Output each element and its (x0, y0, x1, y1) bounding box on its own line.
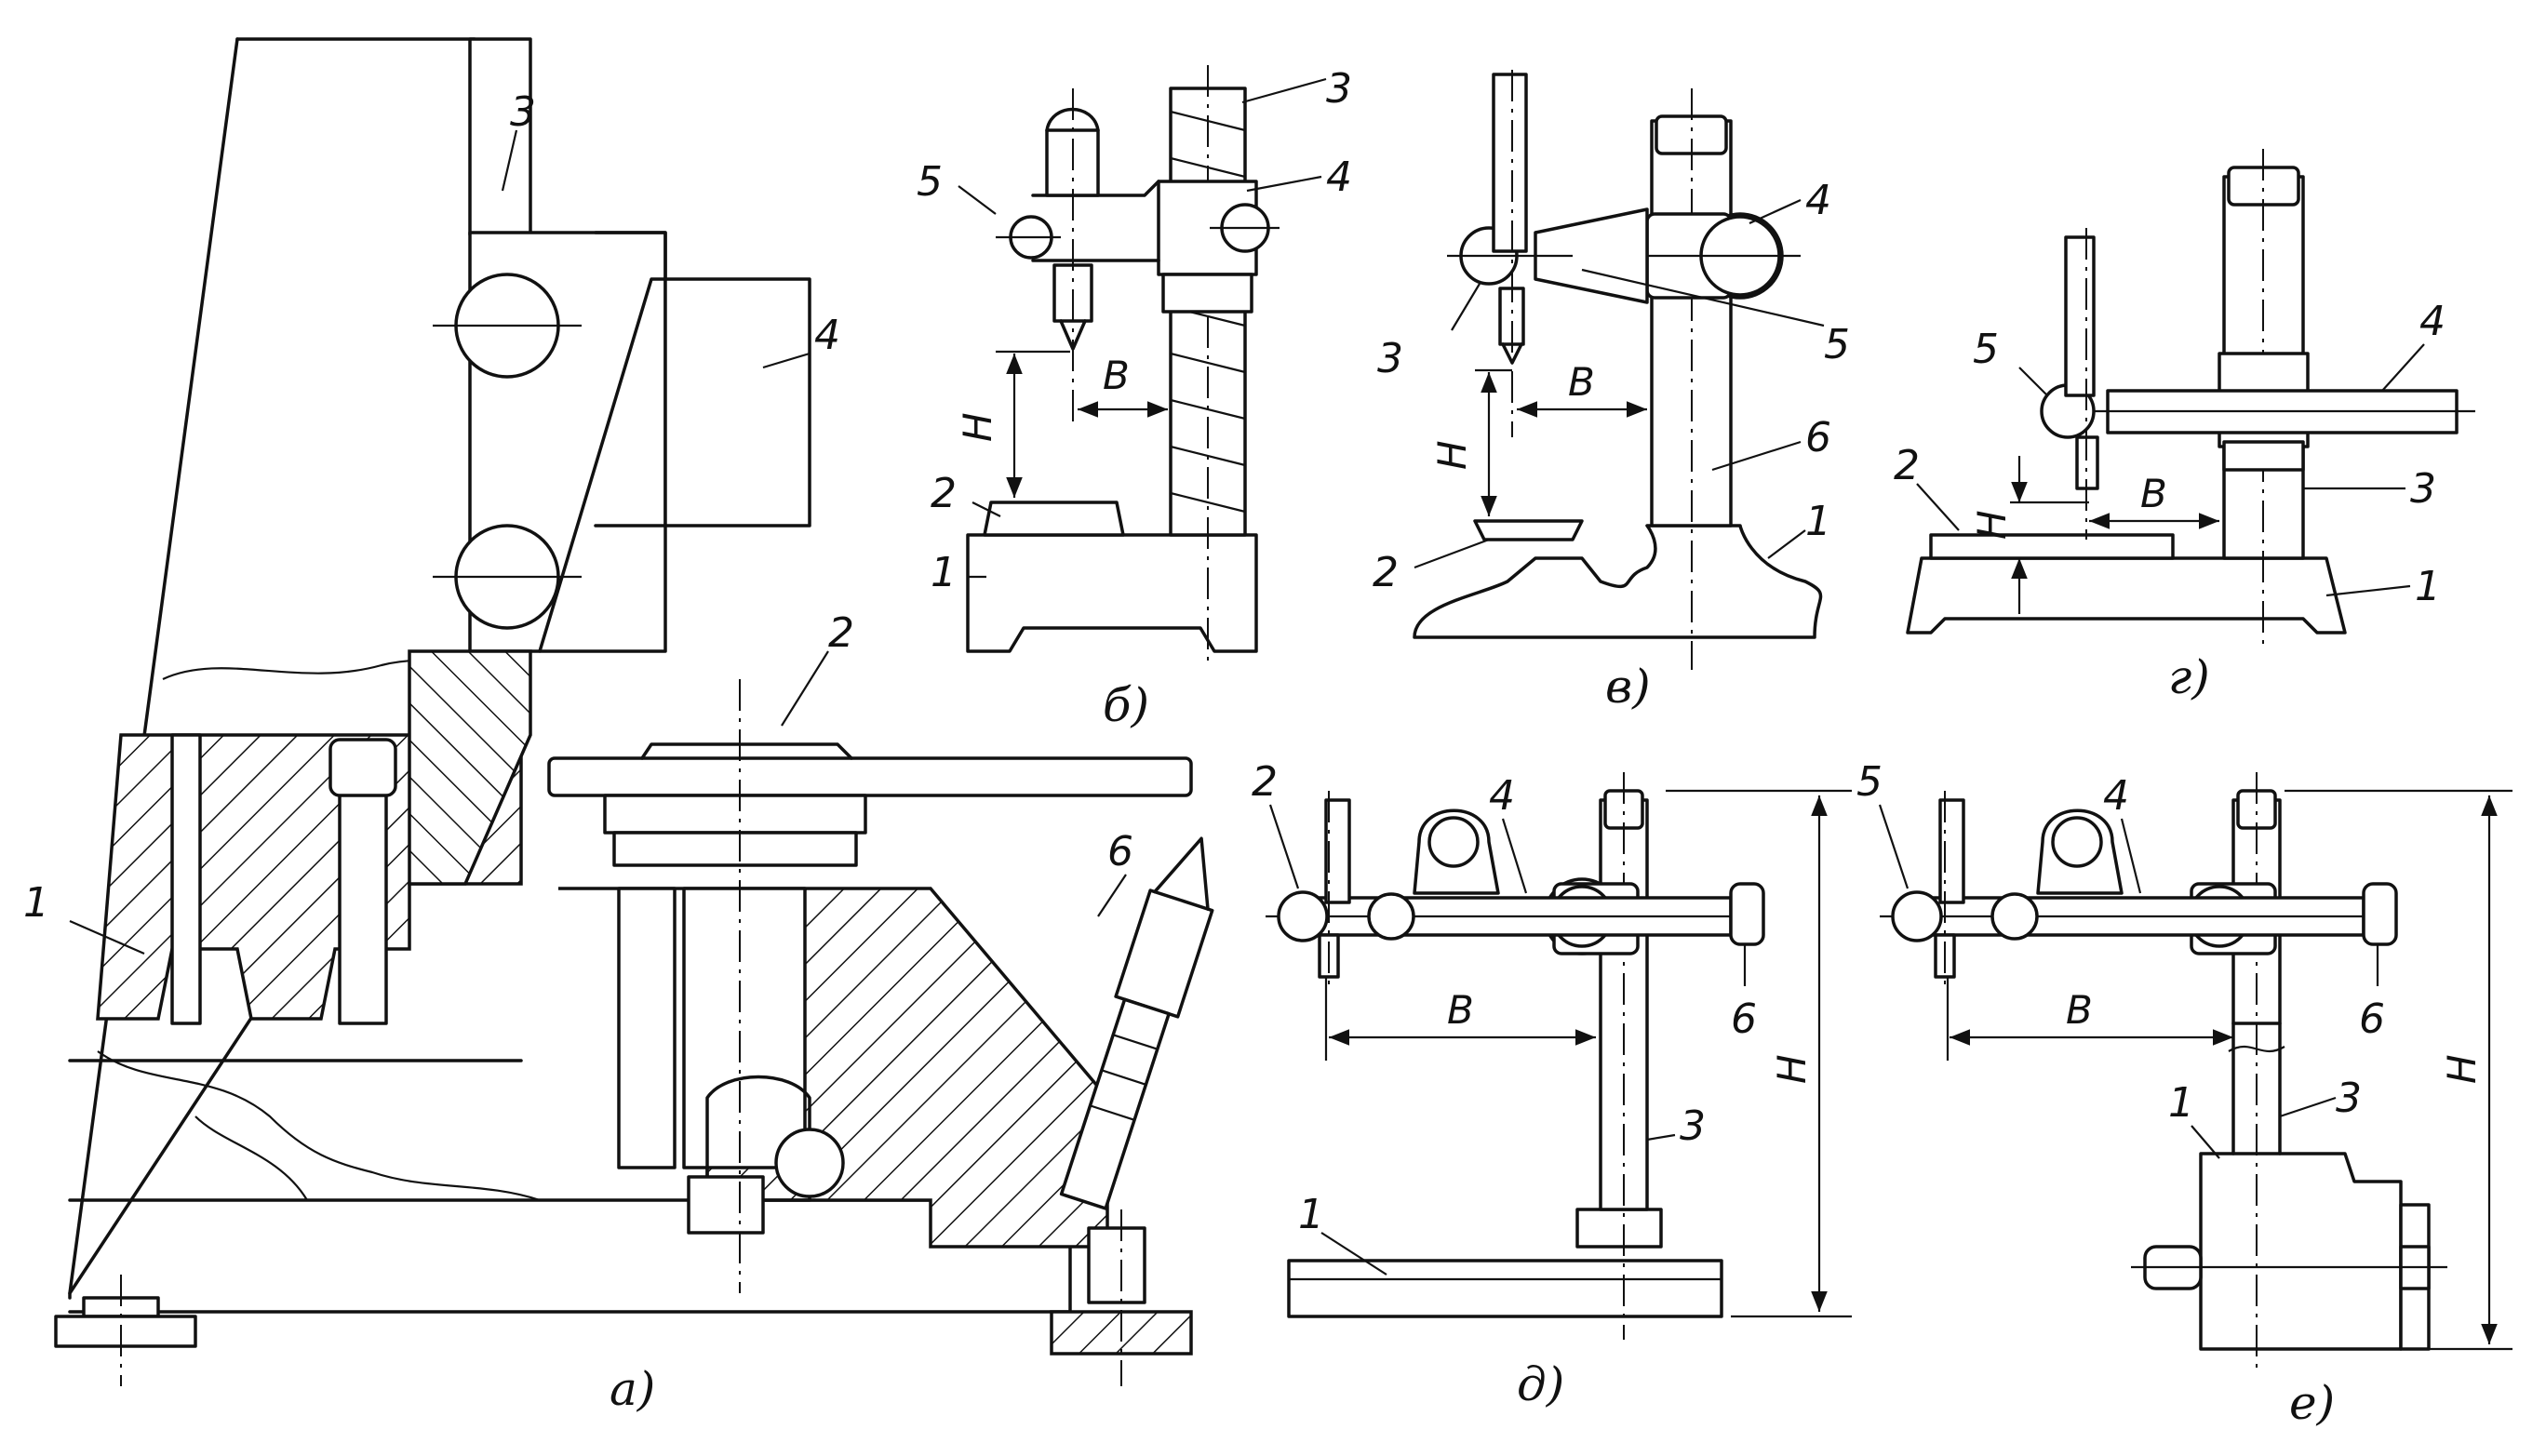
panel-v-label-5: 5 (1824, 321, 1850, 368)
panel-d-dim-h: H (1769, 1054, 1815, 1084)
panel-b-label-3: 3 (1326, 65, 1352, 113)
panel-e-label-1: 1 (2168, 1079, 2194, 1127)
panel-v-label-6: 6 (1805, 414, 1831, 461)
panel-g-label-2: 2 (1894, 442, 1920, 489)
panel-b-caption: б) (1103, 678, 1149, 732)
panel-d-label-3: 3 (1680, 1102, 1706, 1150)
panel-b-label-4: 4 (1326, 154, 1352, 201)
panel-a-label-1: 1 (23, 879, 49, 927)
panel-d-label-6: 6 (1731, 995, 1757, 1043)
panel-g-dim-h: H (1969, 510, 2015, 540)
panel-e-label-6: 6 (2359, 995, 2385, 1043)
panel-a-label-6: 6 (1107, 828, 1133, 875)
panel-v-dim-b: B (1568, 359, 1595, 405)
panel-a: 3 4 2 1 6 а) (23, 37, 1214, 1416)
panel-e-label-3: 3 (2336, 1075, 2362, 1122)
panel-v-caption: в) (1605, 660, 1651, 714)
panel-a-label-3: 3 (510, 88, 536, 136)
panel-b-label-1: 1 (931, 549, 957, 596)
panel-b: 3 4 5 2 1 H B б) (917, 65, 1352, 732)
panel-g-label-1: 1 (2415, 563, 2441, 610)
panel-v-label-2: 2 (1373, 549, 1399, 596)
panel-v-dim-h: H (1429, 440, 1475, 470)
panel-d-label-1: 1 (1298, 1191, 1324, 1238)
panel-a-caption: а) (610, 1362, 655, 1416)
panel-e-label-4: 4 (2103, 772, 2129, 820)
panel-v: 4 5 3 6 2 1 H B в) (1373, 70, 1850, 714)
panel-v-label-1: 1 (1805, 498, 1831, 545)
panel-a-label-2: 2 (828, 609, 854, 657)
panel-e-label-5: 5 (1856, 758, 1883, 806)
panel-e-caption: е) (2289, 1376, 2335, 1430)
panel-b-dim-h: H (955, 412, 1000, 442)
panel-a-label-4: 4 (814, 312, 840, 359)
panel-e-dim-h: H (2439, 1054, 2485, 1084)
panel-e-dim-b: B (2066, 987, 2093, 1033)
panel-g-label-5: 5 (1973, 326, 1999, 373)
panel-g-label-4: 4 (2419, 298, 2446, 345)
panel-g-caption: г) (2168, 650, 2210, 704)
panel-g-label-3: 3 (2410, 465, 2436, 513)
panel-v-label-4: 4 (1805, 177, 1831, 224)
panel-d-label-2: 2 (1252, 758, 1278, 806)
panel-g-dim-b: B (2140, 471, 2167, 516)
panel-d-dim-b: B (1447, 987, 1474, 1033)
panel-b-dim-b: B (1103, 353, 1130, 398)
panel-d-caption: д) (1517, 1357, 1564, 1411)
panel-e: 5 4 6 3 1 H B е) (1856, 758, 2512, 1430)
panel-v-label-3: 3 (1377, 335, 1403, 382)
panel-d-label-4: 4 (1489, 772, 1515, 820)
panel-d: 2 4 6 3 1 H B д) (1252, 758, 1852, 1411)
panel-b-label-5: 5 (917, 158, 943, 206)
panel-b-label-2: 2 (931, 470, 957, 517)
panel-g: 5 4 3 2 1 H B г) (1894, 149, 2475, 704)
